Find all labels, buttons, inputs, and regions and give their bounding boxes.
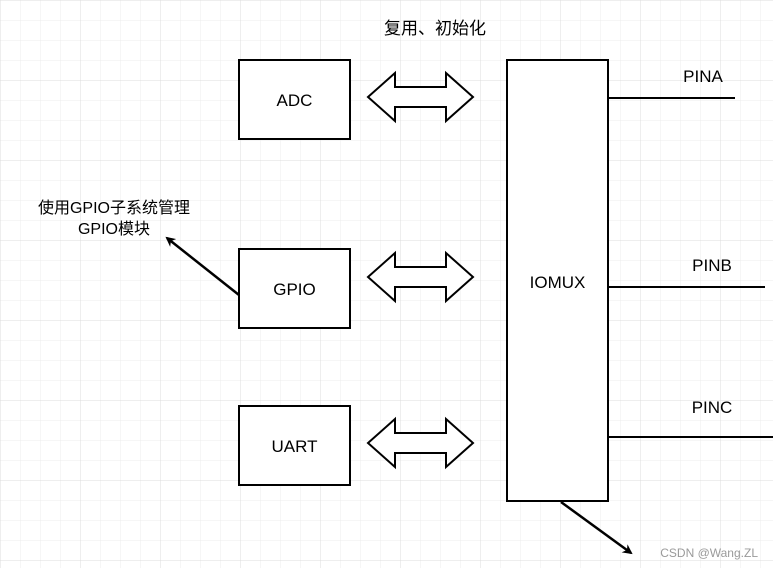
gpio-block: GPIO — [238, 248, 351, 329]
uart-block: UART — [238, 405, 351, 486]
annotation-line1: 使用GPIO子系统管理 — [38, 199, 190, 217]
pinc-label: PINC — [692, 398, 733, 417]
annotation-line2: GPIO模块 — [78, 220, 150, 238]
iomux-block: IOMUX — [506, 59, 609, 502]
pinb-label: PINB — [692, 256, 732, 275]
gpio-label: GPIO — [273, 280, 316, 299]
uart-label: UART — [272, 437, 318, 456]
top-label: 复用、初始化 — [384, 19, 486, 38]
gpio-iomux-double-arrow — [366, 250, 475, 304]
gpio-annotation-arrow — [165, 236, 240, 296]
watermark: CSDN @Wang.ZL — [660, 546, 758, 560]
iomux-label: IOMUX — [530, 273, 586, 292]
adc-block: ADC — [238, 59, 351, 140]
adc-iomux-double-arrow — [366, 70, 475, 124]
iomux-bottom-arrow — [560, 500, 633, 555]
uart-iomux-double-arrow — [366, 416, 475, 470]
pina-label: PINA — [683, 67, 723, 86]
adc-label: ADC — [277, 91, 313, 110]
